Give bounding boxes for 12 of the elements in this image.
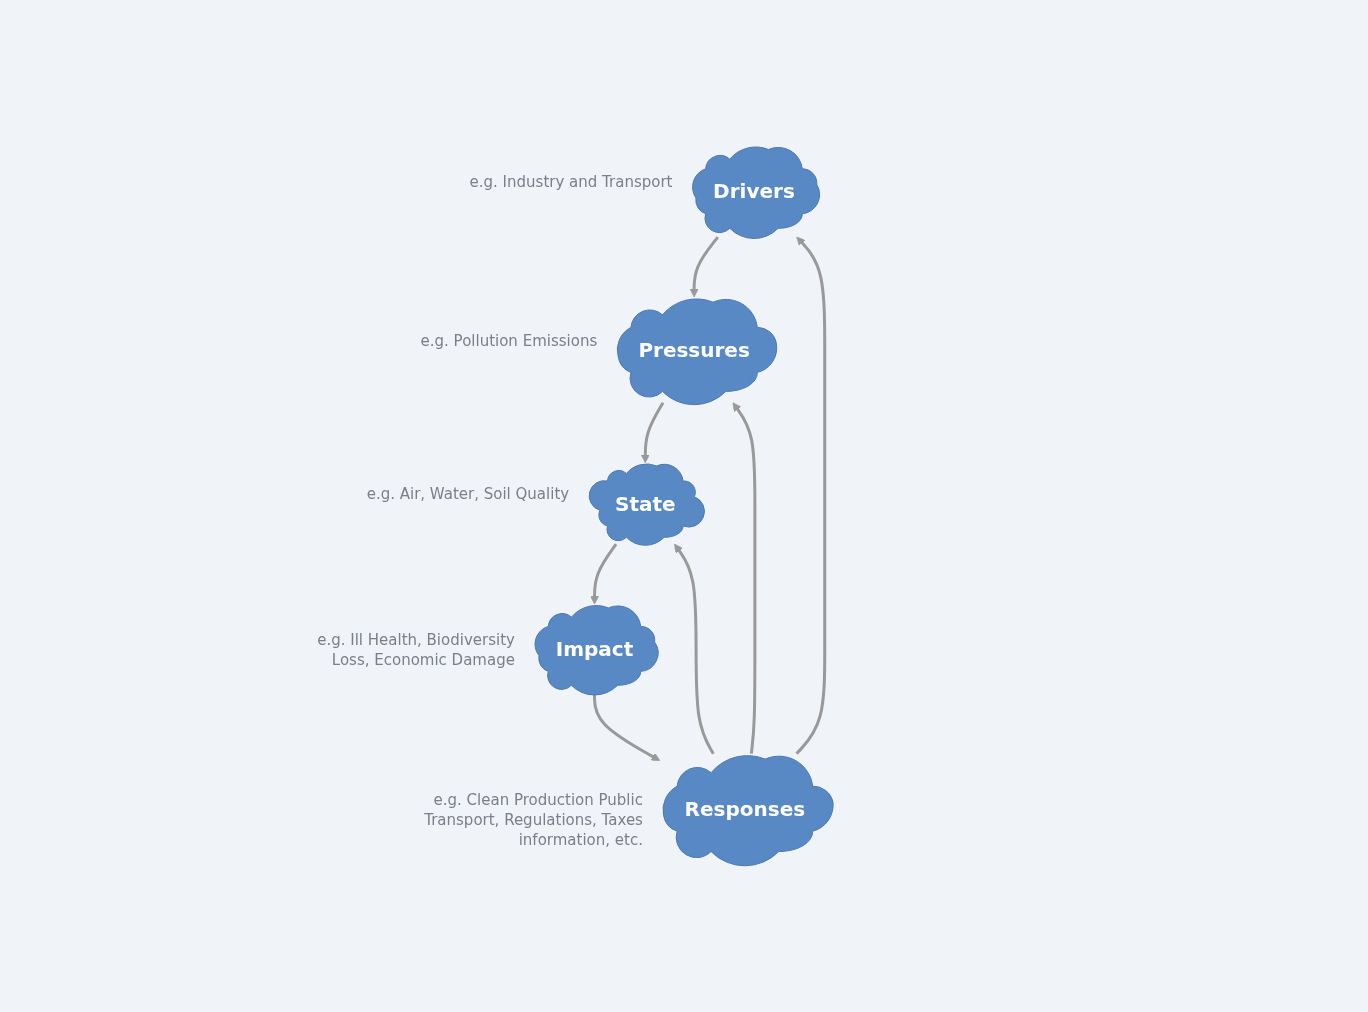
arrow [674, 543, 715, 754]
arrow [590, 542, 618, 605]
annotation-text: e.g. Pollution Emissions [419, 331, 598, 352]
arrow [795, 236, 827, 755]
annotation-text: e.g. Industry and Transport [468, 172, 673, 193]
arrow [689, 235, 719, 298]
arrow [732, 402, 757, 754]
arrow [640, 401, 665, 463]
annotation-text: e.g. Air, Water, Soil Quality [365, 484, 570, 505]
annotation-text: e.g. Clean Production Public Transport, Regulations, Taxes information, etc. [423, 790, 643, 851]
annotation-text: e.g. Ill Health, Biodiversity Loss, Economic Damage [316, 629, 515, 670]
arrow [592, 693, 661, 761]
